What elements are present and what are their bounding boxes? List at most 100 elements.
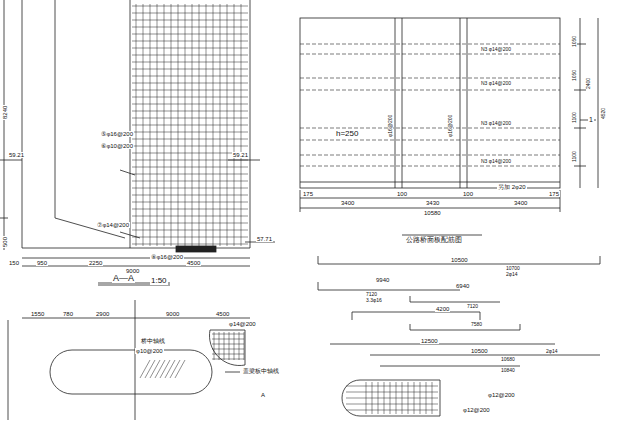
rebar-line [239,332,240,360]
rebar-line [132,202,248,203]
rebar-line [132,139,248,140]
rebar-line [132,48,248,49]
drawing-label: 另加 2φ20 [497,184,527,190]
drawing-label: 950 [36,260,48,266]
drawing-label: φ16@200 [388,114,393,138]
drawing-label: ⑧φ16@200 [150,254,184,260]
rebar-line [132,195,248,196]
rebar-line [234,332,235,360]
drawing-label: 4520 [601,107,606,120]
drawing-label: 10700 [505,266,521,271]
rebar-line [132,62,248,63]
rebar-line [132,230,248,231]
rebar-line [175,360,185,378]
drawing-label: 3.3φ16 [365,298,383,303]
drawing-label: 1100 [572,150,577,163]
rebar-line [150,360,160,378]
drawing-label: φ14@200 [228,321,257,327]
rebar-line [132,160,248,161]
drawing-label: 桥中轴线 [140,338,166,344]
drawing-label: h=250 [335,130,359,138]
rebar-line [170,360,180,378]
rebar-line [132,104,248,105]
rebar-line [346,386,438,387]
drawing-label: 10500 [470,348,489,354]
pier-elevation [0,0,275,285]
rebar-line [132,55,248,56]
drawing-label: 2400 [586,77,591,90]
rebar-line [160,360,170,378]
drawing-label: 6940 [455,283,470,289]
drawing-label: 7120 [466,304,479,309]
drawing-label: 10500 [450,257,469,263]
rebar-line [132,97,248,98]
cap-plan [8,300,250,420]
rebar-line [132,125,248,126]
drawing-label: 9940 [375,277,390,283]
rebar-line [132,20,248,21]
rebar-line [212,349,244,350]
rebar-line [244,332,245,360]
rebar-line [132,216,248,217]
rebar-line [132,223,248,224]
drawing-label: 1050 [572,35,577,48]
rebar-line [132,6,248,7]
rebar-line [132,41,248,42]
drawing-label: 1050 [572,69,577,82]
drawing-label: 10580 [423,210,442,216]
drawing-label: 1550 [30,311,45,317]
drawing-label: 1 [588,116,594,123]
drawing-label: 盖梁板中轴线 [242,368,280,374]
drawing-label: 10840 [500,368,516,373]
drawing-label: 1100 [572,111,577,124]
rebar-line [346,404,438,405]
rebar-line [132,167,248,168]
drawing-label: 2900 [95,311,110,317]
drawing-label: 3400 [340,200,355,206]
drawing-label: 100 [462,191,474,197]
drawing-label: φ16@200 [448,114,453,138]
drawing-label: 1:50 [150,277,168,285]
drawing-label: 100 [396,191,408,197]
drawing-label: φ12@200 [462,407,491,413]
drawing-label: 175 [302,191,314,197]
drawing-label: 12500 [420,338,439,344]
drawing-label: 780 [62,311,74,317]
rebar-line [346,410,438,411]
rebar-line [132,111,248,112]
rebar-line [132,146,248,147]
drawing-label: ⑤φ16@200 [100,131,134,137]
rebar-line [212,334,244,335]
drawing-label: 7580 [470,322,483,327]
rebar-line [214,332,215,360]
drawing-label: 59.21 [8,152,25,158]
drawing-label: 57.71 [256,236,273,242]
drawing-label: 4500 [186,260,201,266]
rebar-line [132,209,248,210]
rebar-line [132,188,248,189]
drawing-label: 3400 [513,200,528,206]
drawing-label: ⑦φ14@200 [96,222,130,228]
drawing-label: 4200 [435,306,450,312]
drawing-label: A [260,392,266,398]
rebar-line [346,392,438,393]
rebar-line [132,34,248,35]
drawing-label: 59.21 [232,152,249,158]
rebar-line [212,359,244,360]
drawing-label: 2φ14 [545,349,559,354]
slab-plan [300,18,598,235]
rebar-line [219,332,220,360]
rebar-line [132,244,248,245]
drawing-label: 2250 [88,260,103,266]
rebar-line [132,153,248,154]
rebar-line [132,237,248,238]
rebar-line [165,360,175,378]
drawing-label: 2φ14 [505,272,519,277]
rebar-line [145,360,155,378]
drawing-label: φ12@200 [487,392,516,398]
rebar-line [212,339,244,340]
rebar-line [132,27,248,28]
bar-schedule [318,256,600,416]
drawing-label: ⑥φ10@200 [100,143,134,149]
drawing-label: 8240 [2,105,8,120]
